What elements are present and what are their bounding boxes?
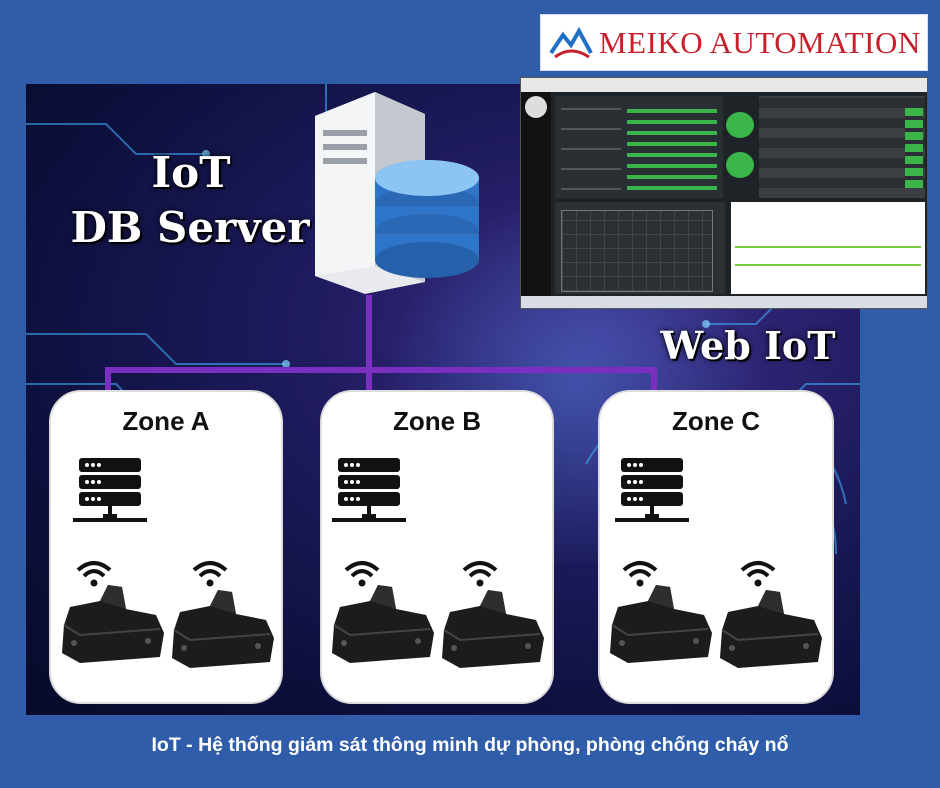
web-iot-label: Web IoT	[660, 323, 836, 368]
zone-card-c: Zone C	[598, 390, 834, 704]
web-dashboard-screenshot	[520, 77, 928, 309]
brand-logo: MEIKO AUTOMATION	[540, 14, 928, 71]
zone-title: Zone B	[392, 406, 482, 436]
zone-card-b: Zone B	[320, 390, 554, 704]
footer-caption: IoT - Hệ thống giám sát thông minh dự ph…	[151, 734, 789, 756]
server-title-line1: IoT	[151, 148, 231, 197]
zone-title: Zone C	[671, 406, 761, 436]
meiko-wave-logo-icon	[549, 26, 593, 58]
brand-name: MEIKO AUTOMATION	[599, 24, 921, 60]
server-title-line2: DB Server	[70, 203, 310, 252]
database-server-icon	[315, 92, 479, 294]
zone-card-a: Zone A	[49, 390, 283, 704]
zone-title: Zone A	[122, 406, 210, 436]
